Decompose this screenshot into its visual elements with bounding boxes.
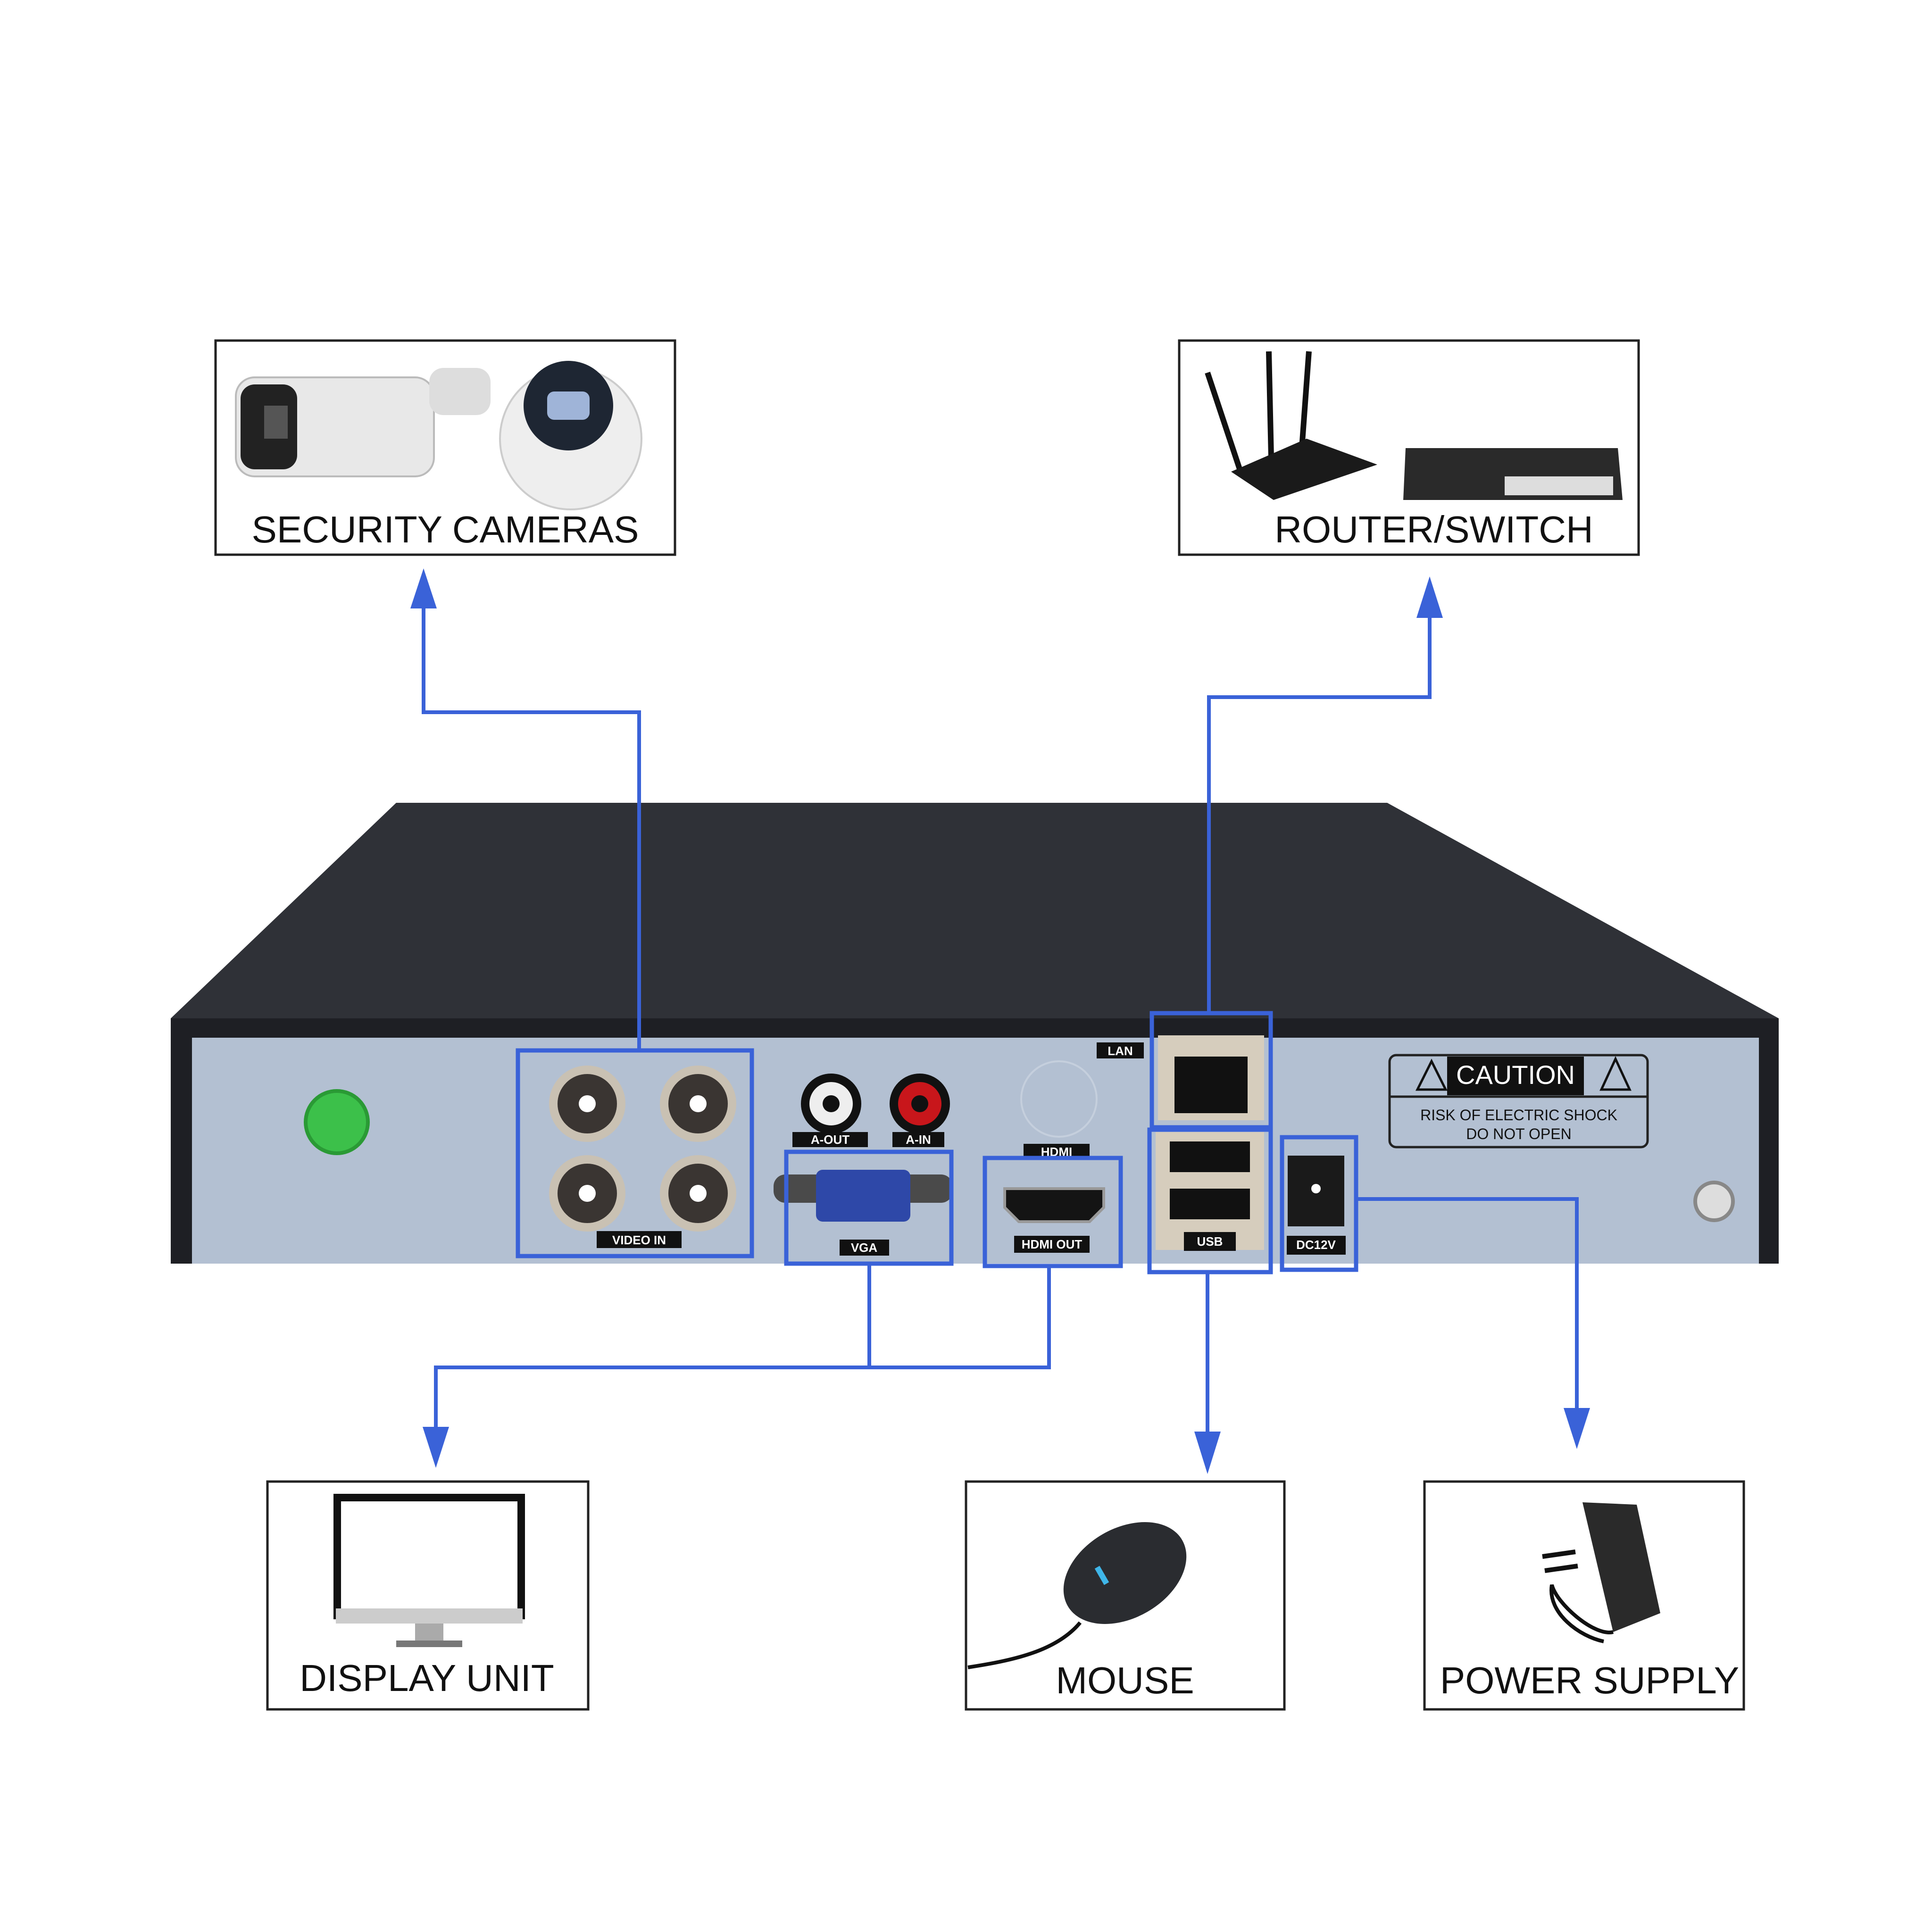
video-in-label: VIDEO IN <box>612 1233 666 1247</box>
mouse-box: MOUSE <box>965 1480 1286 1711</box>
vga-port <box>816 1170 910 1222</box>
display-unit-label: DISPLAY UNIT <box>300 1657 554 1699</box>
hdmi-label: HDMI OUT <box>1022 1237 1083 1251</box>
arrow-down-icon <box>423 1427 449 1468</box>
arrow-down-icon <box>1564 1408 1590 1449</box>
arrow-up-icon <box>1416 576 1443 618</box>
audio-in-label: A-IN <box>906 1133 931 1147</box>
monitor-icon <box>333 1494 525 1647</box>
arrow-up-icon <box>410 568 437 608</box>
mouse-icon <box>967 1522 1187 1669</box>
hdmi-port <box>1003 1187 1105 1223</box>
video-in-ports <box>549 1066 736 1232</box>
lan-label: LAN <box>1108 1044 1133 1058</box>
usb-port-1 <box>1170 1141 1250 1172</box>
power-supply-label: POWER SUPPLY <box>1440 1659 1739 1701</box>
vga-label: VGA <box>851 1241 878 1255</box>
arrow-down-icon <box>1194 1432 1221 1474</box>
dvr-top <box>171 803 1779 1018</box>
ground-screw-icon <box>1693 1181 1735 1222</box>
warning-icon <box>1599 1056 1632 1091</box>
power-adapter-icon <box>1542 1502 1660 1643</box>
warning-icon <box>1415 1058 1448 1091</box>
mouse-label: MOUSE <box>1056 1659 1194 1701</box>
caution-line2: DO NOT OPEN <box>1466 1125 1571 1142</box>
port-highlights <box>516 1011 1358 1274</box>
router-icon <box>1205 351 1623 500</box>
caution-title: CAUTION <box>1456 1060 1575 1090</box>
security-cameras-label: SECURITY CAMERAS <box>252 508 639 550</box>
router-switch-box: ROUTER/SWITCH <box>1178 339 1640 556</box>
lan-port <box>1174 1057 1248 1113</box>
connection-lines <box>410 568 1590 1474</box>
security-camera-icon <box>235 361 642 510</box>
dvr-unit: VIDEO IN A-OUT A-IN VGA HDMI HDMI OUT LA… <box>171 803 1779 1264</box>
security-cameras-box: SECURITY CAMERAS <box>214 339 676 556</box>
usb-label: USB <box>1197 1234 1223 1249</box>
audio-out-label: A-OUT <box>811 1133 849 1147</box>
router-switch-label: ROUTER/SWITCH <box>1274 508 1593 550</box>
caution-label: CAUTION RISK OF ELECTRIC SHOCK DO NOT OP… <box>1388 1054 1649 1149</box>
display-unit-box: DISPLAY UNIT <box>266 1480 590 1711</box>
dc-label: DC12V <box>1296 1238 1336 1252</box>
logo-icon <box>304 1089 370 1155</box>
caution-line1: RISK OF ELECTRIC SHOCK <box>1420 1107 1617 1124</box>
power-supply-box: POWER SUPPLY <box>1423 1480 1745 1711</box>
usb-port-2 <box>1170 1189 1250 1219</box>
